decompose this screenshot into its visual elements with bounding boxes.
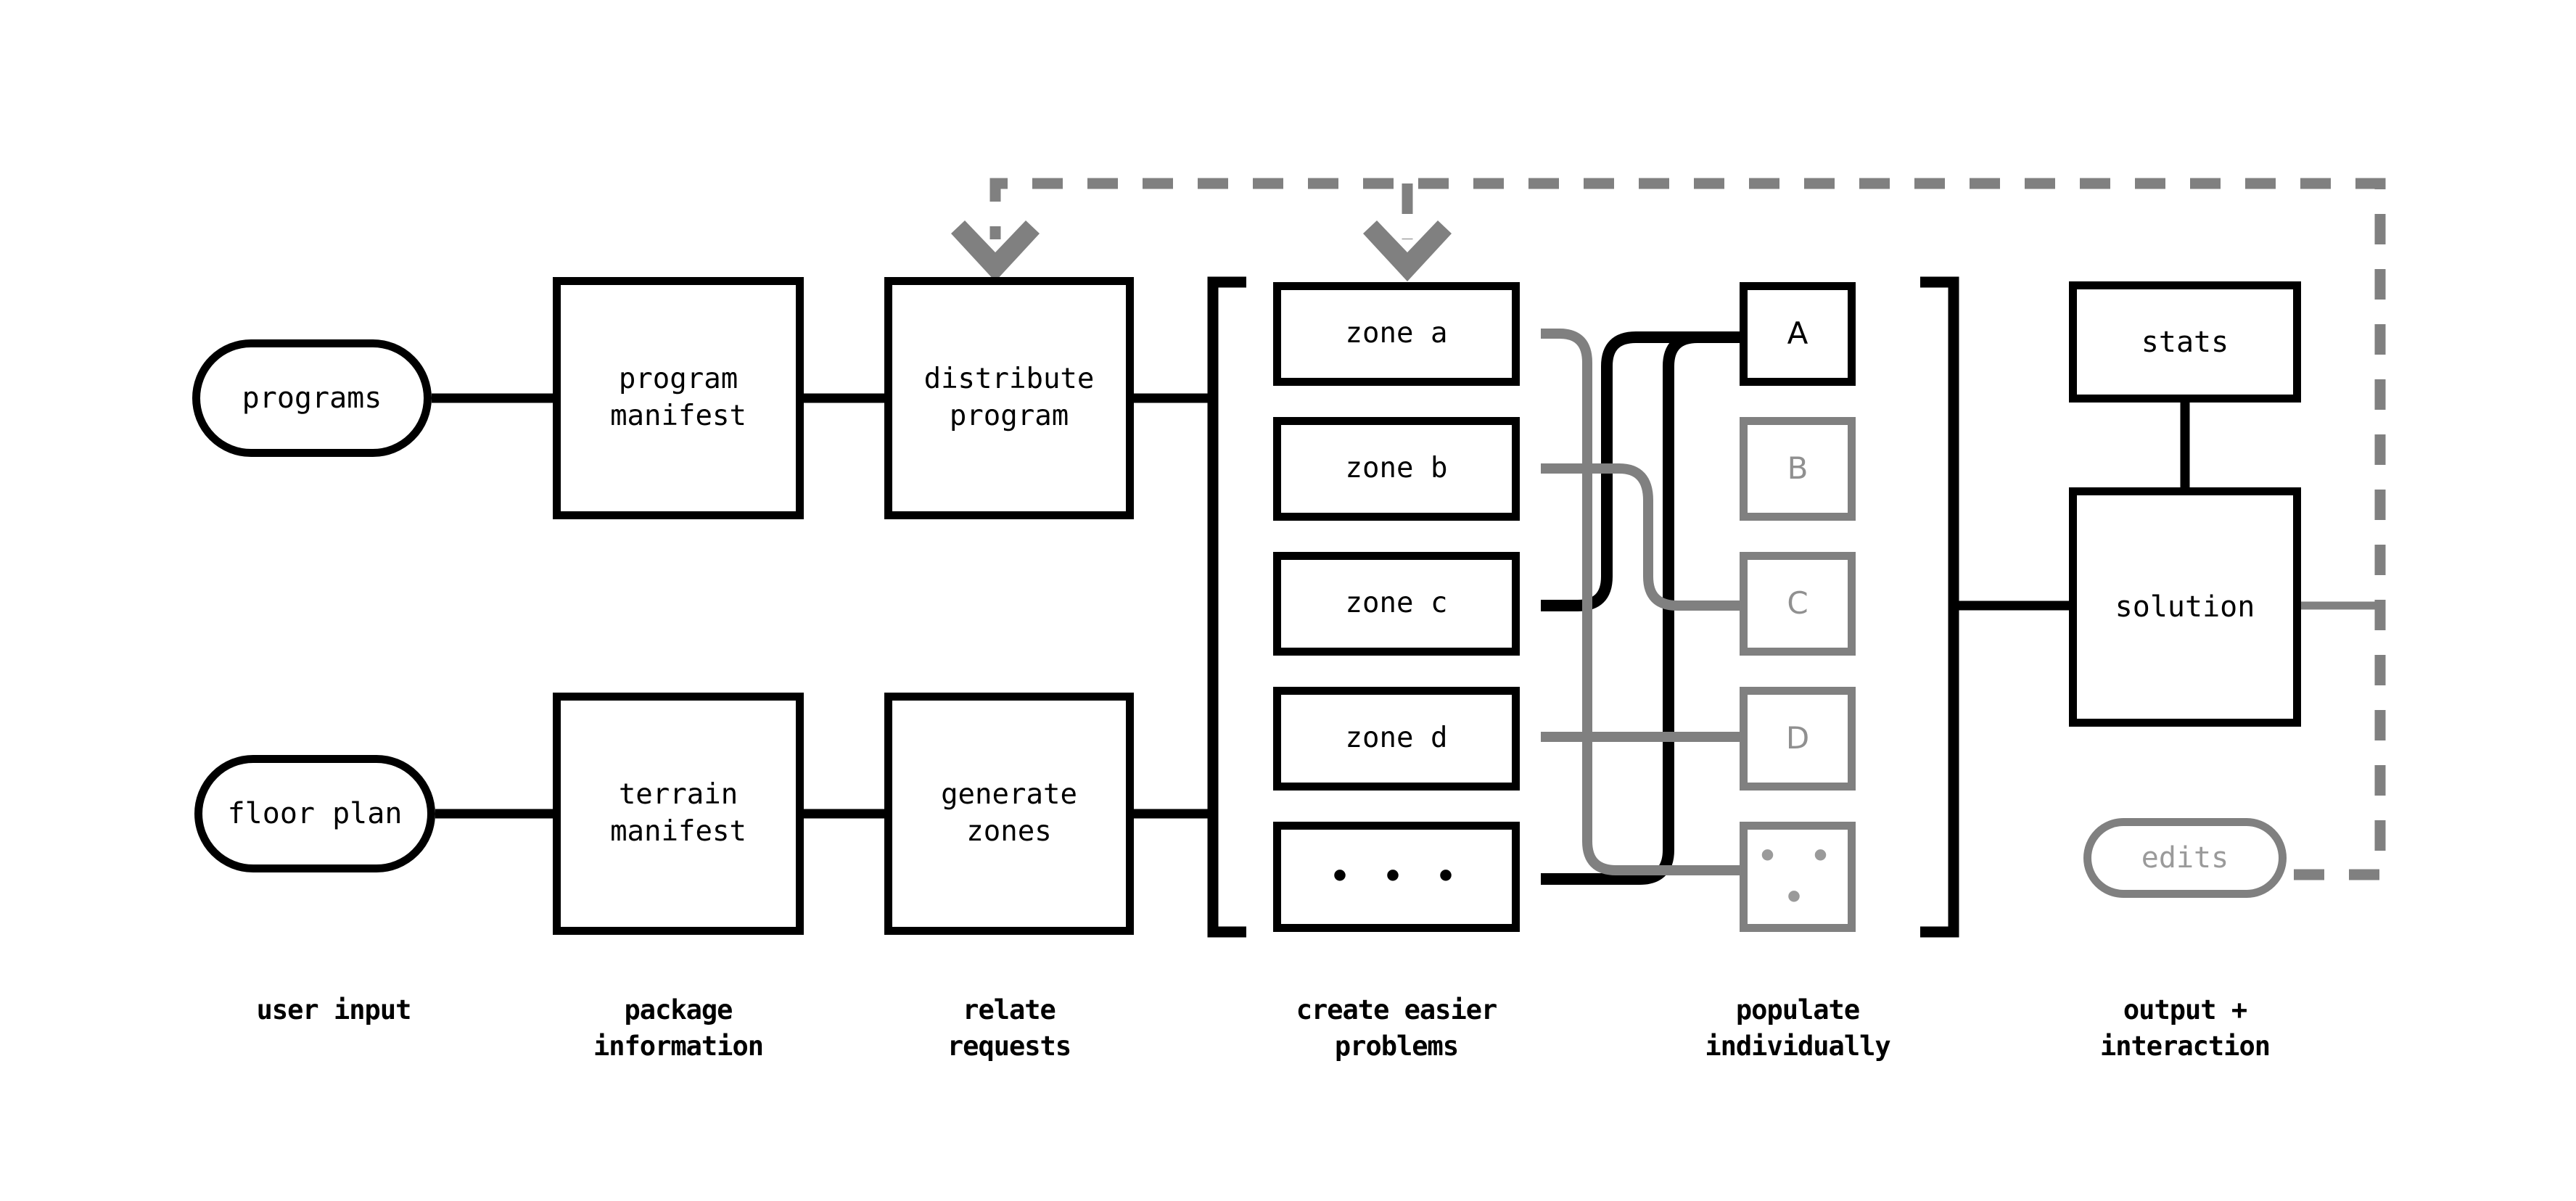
- stage-label-output-interaction-line2: interaction: [2099, 1031, 2271, 1062]
- node-generate-zones-line2: zones: [966, 815, 1052, 848]
- stage-label-package-information-line1: package: [624, 994, 733, 1025]
- population-item-d-label: D: [1785, 720, 1810, 756]
- node-edits[interactable]: edits: [2083, 818, 2287, 898]
- zone-item-d[interactable]: zone d: [1273, 687, 1520, 791]
- population-item-a[interactable]: A: [1740, 282, 1856, 386]
- node-floor-plan-label: floor plan: [227, 797, 403, 830]
- population-item-ellipsis[interactable]: • • •: [1740, 822, 1856, 932]
- stage-label-output-interaction-line1: output +: [2123, 994, 2247, 1025]
- zone-item-b-label: zone b: [1345, 452, 1448, 485]
- zone-item-a-label: zone a: [1345, 317, 1448, 350]
- left-bracket: [1207, 276, 1246, 938]
- node-stats-label: stats: [2141, 325, 2229, 359]
- right-bracket: [1920, 276, 1959, 938]
- population-item-a-label: A: [1787, 315, 1808, 352]
- stage-label-populate-individually-line1: populate: [1735, 994, 1860, 1025]
- stage-label-populate-individually-line2: individually: [1705, 1031, 1890, 1062]
- node-program-manifest-line1: program: [618, 363, 738, 396]
- edge-zone-b-to-C: [1541, 463, 1740, 611]
- stage-label-relate-requests-line1: relate: [963, 994, 1056, 1025]
- stage-label-user-input-line1: user input: [256, 994, 412, 1025]
- population-item-b[interactable]: B: [1740, 417, 1856, 521]
- node-solution-label: solution: [2115, 590, 2255, 624]
- edge-zone-c-to-A: [1541, 331, 1740, 611]
- node-terrain-manifest-line1: terrain: [618, 778, 738, 812]
- stage-label-create-easier-problems-line1: create easier: [1296, 994, 1498, 1025]
- node-edits-label: edits: [2141, 841, 2229, 875]
- stage-label-package-information: package information: [482, 992, 874, 1065]
- population-item-d[interactable]: D: [1740, 687, 1856, 791]
- node-distribute-program[interactable]: distribute program: [884, 277, 1134, 519]
- population-item-c[interactable]: C: [1740, 552, 1856, 656]
- node-distribute-program-line1: distribute: [923, 363, 1095, 396]
- arrowhead-zone-a: [1363, 220, 1452, 281]
- node-generate-zones-line1: generate: [941, 778, 1077, 812]
- node-programs-label: programs: [242, 381, 382, 415]
- zone-item-ellipsis-label: • • •: [1330, 858, 1463, 896]
- node-programs[interactable]: programs: [192, 339, 432, 457]
- node-generate-zones[interactable]: generate zones: [884, 693, 1134, 935]
- stage-label-relate-requests-line2: requests: [947, 1031, 1071, 1062]
- stage-label-user-input: user input: [138, 992, 530, 1028]
- zone-item-ellipsis[interactable]: • • •: [1273, 822, 1520, 932]
- node-terrain-manifest[interactable]: terrain manifest: [553, 693, 804, 935]
- node-stats[interactable]: stats: [2069, 281, 2301, 403]
- zone-item-a[interactable]: zone a: [1273, 282, 1520, 386]
- zone-item-b[interactable]: zone b: [1273, 417, 1520, 521]
- node-floor-plan[interactable]: floor plan: [194, 755, 435, 872]
- node-program-manifest-line2: manifest: [610, 400, 746, 432]
- node-terrain-manifest-line2: manifest: [610, 815, 746, 848]
- zone-item-c-label: zone c: [1345, 587, 1448, 620]
- population-item-b-label: B: [1787, 450, 1808, 487]
- feedback-arrowheads: [951, 220, 1452, 281]
- population-item-ellipsis-label: • • •: [1758, 837, 1838, 916]
- population-item-c-label: C: [1787, 585, 1808, 622]
- node-distribute-program-line2: program: [949, 400, 1069, 432]
- edge-zone-a-to-D: [1541, 329, 1740, 875]
- stage-label-create-easier-problems: create easier problems: [1201, 992, 1592, 1065]
- stage-label-relate-requests: relate requests: [813, 992, 1205, 1065]
- stage-label-package-information-line2: information: [593, 1031, 764, 1062]
- edge-zone-ellipsis-to-A: [1541, 331, 1740, 885]
- zone-item-d-label: zone d: [1345, 722, 1448, 755]
- zone-item-c[interactable]: zone c: [1273, 552, 1520, 656]
- arrowhead-distribute-program: [951, 220, 1040, 281]
- node-solution[interactable]: solution: [2069, 487, 2301, 727]
- stage-label-populate-individually: populate individually: [1602, 992, 1993, 1065]
- stage-label-create-easier-problems-line2: problems: [1334, 1031, 1459, 1062]
- stage-label-output-interaction: output + interaction: [1989, 992, 2381, 1065]
- node-program-manifest[interactable]: program manifest: [553, 277, 804, 519]
